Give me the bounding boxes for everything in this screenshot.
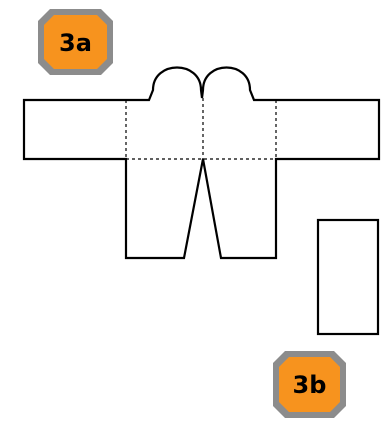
step-badge-3b: 3b xyxy=(273,351,346,418)
badge-octagon-inner xyxy=(279,357,340,412)
step-badge-3a: 3a xyxy=(38,9,113,75)
rectangle-piece xyxy=(316,218,380,336)
badge-label-3b: 3b xyxy=(293,371,327,399)
badge-label-3a: 3a xyxy=(59,29,92,57)
fold-lines xyxy=(125,98,277,160)
badge-octagon-inner xyxy=(44,15,107,69)
garment-pattern-outline xyxy=(22,66,381,260)
